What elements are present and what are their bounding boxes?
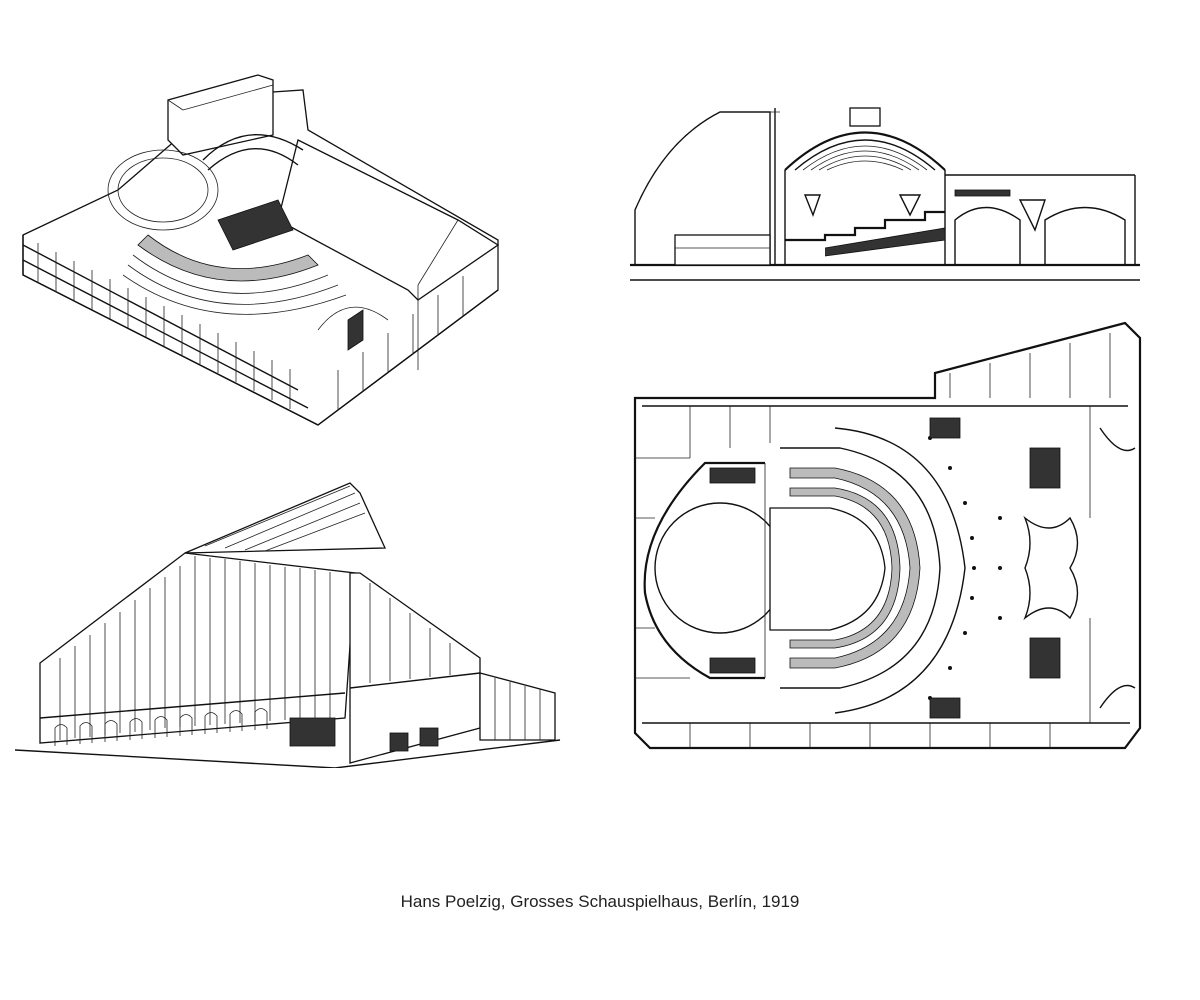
floor-plan-drawing — [630, 318, 1145, 758]
longitudinal-section-drawing — [625, 100, 1145, 290]
isometric-cutaway-drawing — [18, 70, 558, 435]
exterior-perspective-drawing — [15, 478, 565, 768]
figure-caption: Hans Poelzig, Grosses Schauspielhaus, Be… — [400, 892, 800, 911]
